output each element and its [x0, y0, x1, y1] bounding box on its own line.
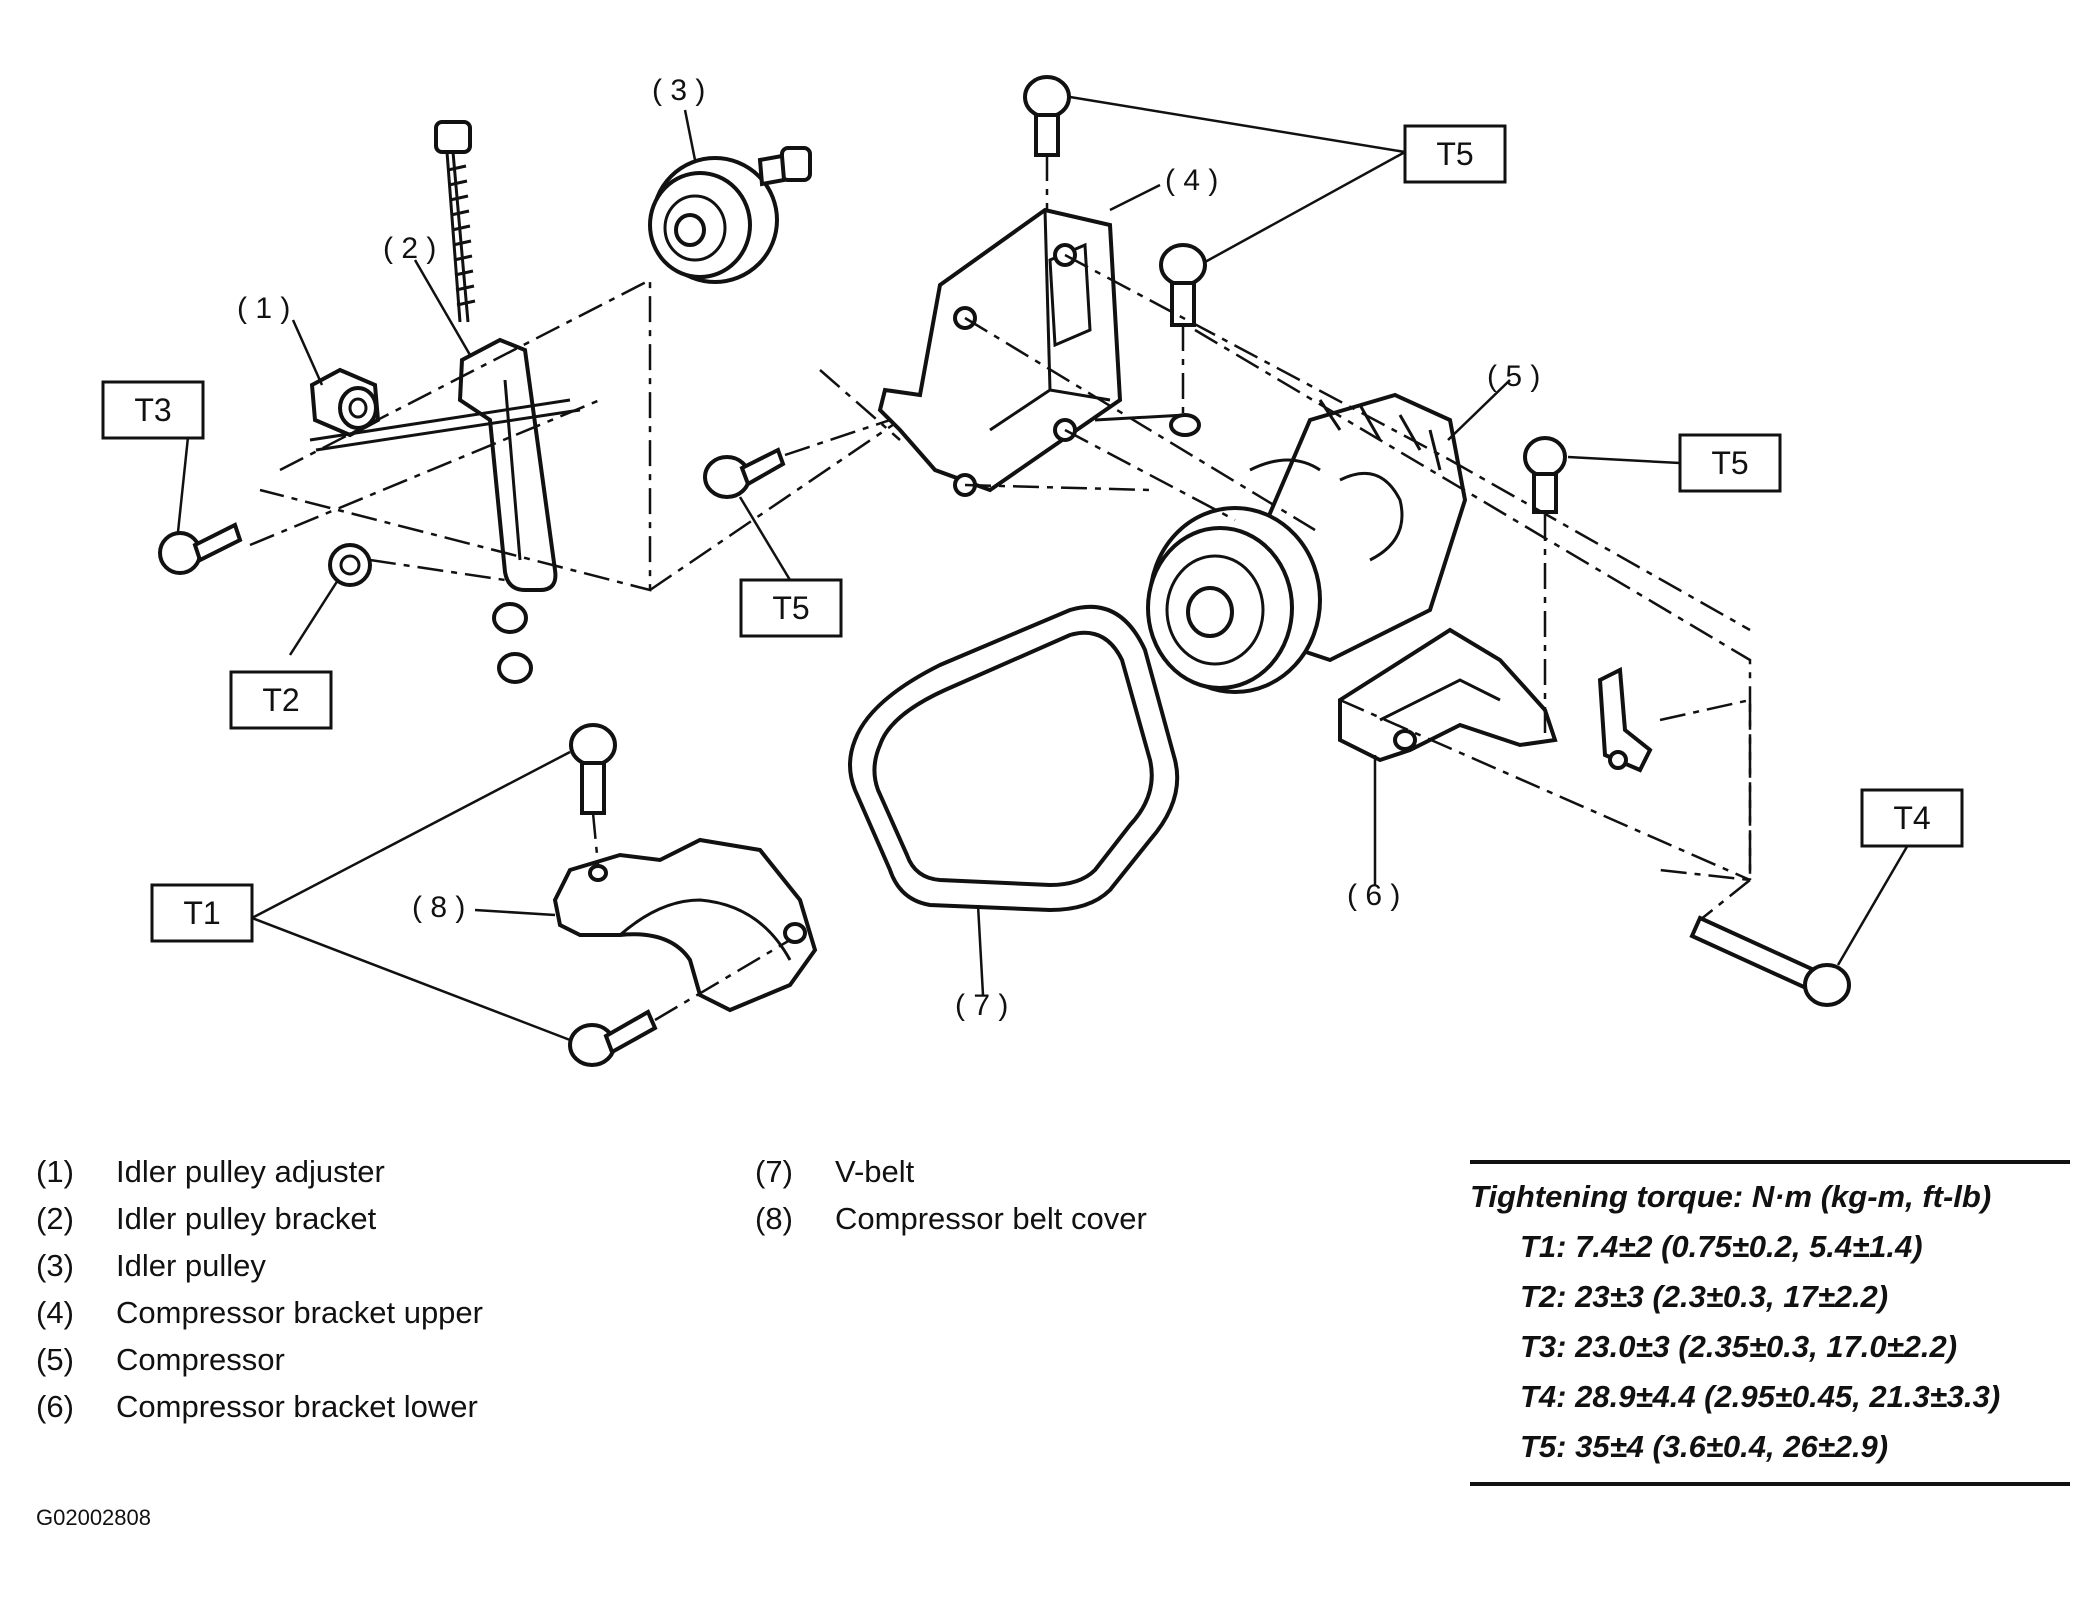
svg-text:T5: T5	[1436, 136, 1473, 172]
t5-bolt-left	[703, 447, 786, 499]
adjuster-bolt	[434, 120, 476, 323]
bracket-nuts	[492, 602, 533, 684]
svg-text:T5: T5	[772, 590, 809, 626]
leader-lines	[176, 95, 1914, 1042]
v-belt	[848, 604, 1180, 913]
parts-legend-left: (1) Idler pulley adjuster (2) Idler pulley…	[36, 1148, 483, 1430]
torque-row-t1: T1: 7.4±2 (0.75±0.2, 5.4±1.4)	[1520, 1229, 1923, 1264]
legend-item: (1) Idler pulley adjuster	[36, 1148, 483, 1195]
t5-bolt-right	[1523, 436, 1567, 514]
idler-pulley-bracket	[457, 337, 558, 592]
legend-label: Idler pulley bracket	[116, 1201, 377, 1236]
legend-label: Compressor belt cover	[835, 1201, 1147, 1236]
legend-item: (5) Compressor	[36, 1336, 483, 1383]
idler-pulley	[648, 156, 779, 284]
callout-3: ( 3 )	[652, 74, 705, 107]
tightening-torque-table: Tightening torque: N·m (kg-m, ft-lb) T1:…	[1470, 1160, 2070, 1486]
legend-label: V-belt	[835, 1154, 915, 1189]
legend-item: (6) Compressor bracket lower	[36, 1383, 483, 1430]
callout-4: ( 4 )	[1165, 164, 1218, 197]
legend-number: (5)	[36, 1342, 74, 1377]
legend-label: Compressor bracket upper	[116, 1295, 483, 1330]
t2-nut	[328, 543, 372, 587]
compressor-bracket-upper	[877, 207, 1201, 497]
t4-bolt	[1689, 915, 1851, 1007]
torque-title: Tightening torque: N·m (kg-m, ft-lb)	[1470, 1179, 1992, 1214]
callout-6: ( 6 )	[1347, 879, 1400, 912]
idler-pulley-assembly	[158, 120, 901, 684]
idler-pulley-adjuster	[309, 367, 581, 452]
compressor-bracket-lower	[1338, 627, 1653, 773]
torque-tag-t5-left: T5	[739, 578, 843, 638]
legend-item: (4) Compressor bracket upper	[36, 1289, 483, 1336]
legend-number: (7)	[755, 1154, 793, 1189]
torque-row-t3: T3: 23.0±3 (2.35±0.3, 17.0±2.2)	[1520, 1329, 1958, 1364]
torque-row-t5: T5: 35±4 (3.6±0.4, 26±2.9)	[1520, 1429, 1889, 1464]
torque-tag-t2: T2	[229, 670, 333, 730]
legend-label: Idler pulley	[116, 1248, 266, 1283]
t3-bolt	[158, 522, 243, 575]
legend-number: (4)	[36, 1295, 74, 1330]
legend-number: (2)	[36, 1201, 74, 1236]
callout-5: ( 5 )	[1487, 360, 1540, 393]
torque-row-t4: T4: 28.9±4.4 (2.95±0.45, 21.3±3.3)	[1520, 1379, 2001, 1414]
torque-row-t2: T2: 23±3 (2.3±0.3, 17±2.2)	[1520, 1279, 1889, 1314]
callout-8: ( 8 )	[412, 891, 465, 924]
callout-2: ( 2 )	[383, 232, 436, 265]
legend-number: (8)	[755, 1201, 793, 1236]
svg-text:T4: T4	[1893, 800, 1930, 836]
legend-number: (6)	[36, 1389, 74, 1424]
legend-label: Compressor	[116, 1342, 285, 1377]
t1-bolt-top	[569, 723, 617, 866]
callout-7: ( 7 )	[955, 989, 1008, 1022]
svg-text:T1: T1	[183, 895, 220, 931]
torque-tag-t5-right: T5	[1678, 433, 1782, 493]
svg-text:T2: T2	[262, 682, 299, 718]
pulley-bolt	[757, 146, 812, 187]
torque-tag-t3: T3	[101, 380, 205, 440]
figure-id: G02002808	[36, 1505, 151, 1530]
legend-label: Idler pulley adjuster	[116, 1154, 385, 1189]
compressor-belt-cover	[552, 837, 818, 1013]
torque-tag-t4: T4	[1860, 788, 1964, 848]
t1-bolt-bottom	[568, 938, 791, 1067]
legend-item: (3) Idler pulley	[36, 1242, 483, 1289]
legend-number: (1)	[36, 1154, 74, 1189]
legend-item: (8) Compressor belt cover	[755, 1195, 1147, 1242]
t5-bolt-top	[1023, 75, 1071, 157]
parts-legend-right: (7) V-belt (8) Compressor belt cover	[755, 1148, 1147, 1242]
legend-item: (2) Idler pulley bracket	[36, 1195, 483, 1242]
callout-1: ( 1 )	[237, 292, 290, 325]
svg-text:T3: T3	[134, 392, 171, 428]
legend-item: (7) V-belt	[755, 1148, 1147, 1195]
legend-label: Compressor bracket lower	[116, 1389, 478, 1424]
svg-text:T5: T5	[1711, 445, 1748, 481]
t5-bolt-middle	[1159, 243, 1207, 327]
legend-number: (3)	[36, 1248, 74, 1283]
torque-tag-t1: T1	[150, 883, 254, 943]
compressor	[1146, 392, 1468, 694]
torque-tag-t5-top: T5	[1403, 124, 1507, 184]
